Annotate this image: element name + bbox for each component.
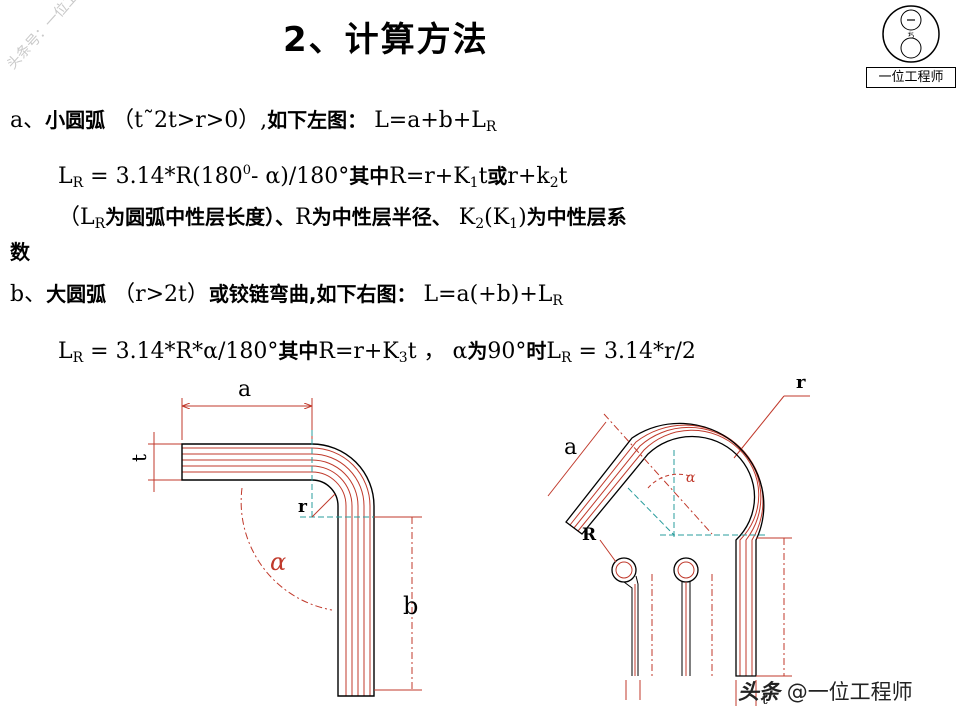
note-k2: (K (484, 205, 510, 230)
watermark-bottom: 头条 @一位工程师 (738, 676, 913, 706)
prefix-b: b、 (10, 282, 47, 307)
lr2-expr: = 3.14*R*α/180° (83, 339, 279, 364)
note-t2: 为中性层半径、 (311, 205, 452, 229)
lr1-r1-sub: 1 (469, 175, 479, 191)
note-k-sub: 2 (475, 216, 485, 232)
lr1-expr: = 3.14*R(180 (83, 164, 243, 189)
lr1-l: L (58, 164, 73, 189)
note-t3: 为中性层系 (526, 205, 627, 229)
desc-right-figure: 如下右图： (316, 282, 417, 306)
lr2-r-t: t ， (407, 339, 446, 364)
hinge-loop-1 (611, 557, 639, 676)
logo: ち 一位工程师 (866, 4, 956, 88)
lr1-l-sub: R (72, 175, 84, 191)
formula-length-a-sub: R (485, 119, 497, 135)
note-r: R (295, 205, 312, 230)
desc-hinge: 或铰链弯曲, (208, 282, 317, 306)
formula-length-a: L=a+b+L (374, 108, 486, 133)
label-small-arc: 小圆弧 (45, 108, 106, 132)
lr2-alpha: α (452, 339, 468, 364)
lr1-sup: 0 (242, 163, 251, 178)
note-open: （ (58, 205, 81, 230)
desc-left-figure: 如下左图： (267, 108, 368, 132)
formula-length-b: L=a(+b)+L (423, 282, 553, 307)
label-large-arc: 大圆弧 (46, 282, 107, 306)
left-bend-diagram: a t r α b (127, 377, 422, 697)
note-k2-end: ) (518, 205, 527, 230)
line-lr-formula-1: LR = 3.14*R(1800- α)/180°其中R=r+K1t或r+k2t (58, 160, 567, 191)
label-R-right: R (582, 525, 597, 545)
logo-emblem: ち (882, 5, 940, 63)
formula-length-b-sub: R (552, 293, 563, 309)
lr2-deg: 90° (487, 339, 527, 364)
lr1-r2: r+k (507, 164, 550, 189)
lr1-qizhong: 其中 (349, 164, 390, 188)
label-r-left: r (298, 497, 308, 517)
lr1-r2-t: t (558, 164, 568, 189)
lr1-r1-t: t (478, 164, 488, 189)
lr2-expr2: = 3.14*r/2 (571, 339, 696, 364)
lr1-r1: R=r+K (389, 164, 470, 189)
line-small-arc: a、小圆弧 （t˜2t>r>0）,如下左图： L=a+b+LR (10, 102, 496, 135)
note-t1: 为圆弧中性层长度）、 (105, 205, 296, 229)
label-b-left: b (403, 592, 418, 620)
lr2-qizhong: 其中 (278, 339, 319, 363)
watermark-handle: @一位工程师 (786, 680, 913, 704)
toutiao-logo: 头条 (738, 680, 780, 704)
line-lr-formula-2: LR = 3.14*R*α/180°其中R=r+K3t ， α为90°时LR =… (58, 333, 696, 366)
lr2-l2: L (546, 339, 562, 364)
right-bend-diagram: r α a R t (547, 372, 810, 708)
hinge-loop-2 (673, 557, 699, 676)
lr2-l: L (58, 339, 73, 364)
lr2-shi: 时 (526, 339, 547, 363)
line-note: （LR为圆弧中性层长度）、R为中性层半径、 K2(K1)为中性层系 (58, 199, 627, 232)
lr2-l-sub: R (72, 350, 84, 366)
label-a-left: a (238, 377, 251, 402)
note-l: L (80, 205, 95, 230)
label-alpha-left: α (270, 548, 286, 576)
label-a-right: a (564, 435, 577, 460)
condition-small-arc: （t˜2t>r>0）, (112, 108, 268, 133)
lr1-huo: 或 (487, 164, 508, 188)
lr2-l2-sub: R (561, 350, 572, 366)
page-title: 2、计算方法 (283, 20, 489, 60)
watermark-diagonal: 头条号：一位工程师 (4, 0, 101, 73)
lr1-r2-sub: 2 (549, 175, 559, 191)
label-r-right: r (796, 372, 806, 393)
line-large-arc: b、大圆弧 （r>2t）或铰链弯曲,如下右图： L=a(+b)+LR (10, 276, 563, 309)
line-shu: 数 (10, 240, 30, 264)
note-k2-sub: 1 (509, 216, 519, 232)
svg-text:ち: ち (907, 31, 915, 40)
lr2-r: R=r+K (318, 339, 399, 364)
lr1-expr2: - α)/180° (250, 164, 350, 189)
label-t-right: t (762, 692, 768, 708)
label-alpha-right: α (686, 470, 696, 486)
logo-caption: 一位工程师 (866, 67, 956, 88)
lr2-wei: 为 (467, 339, 488, 363)
note-l-sub: R (94, 216, 106, 232)
lr2-r-sub: 3 (398, 350, 408, 366)
label-t-left: t (127, 454, 151, 462)
condition-large-arc: （r>2t） (113, 282, 209, 307)
prefix-a: a、 (10, 108, 46, 133)
note-k: K (458, 205, 476, 230)
